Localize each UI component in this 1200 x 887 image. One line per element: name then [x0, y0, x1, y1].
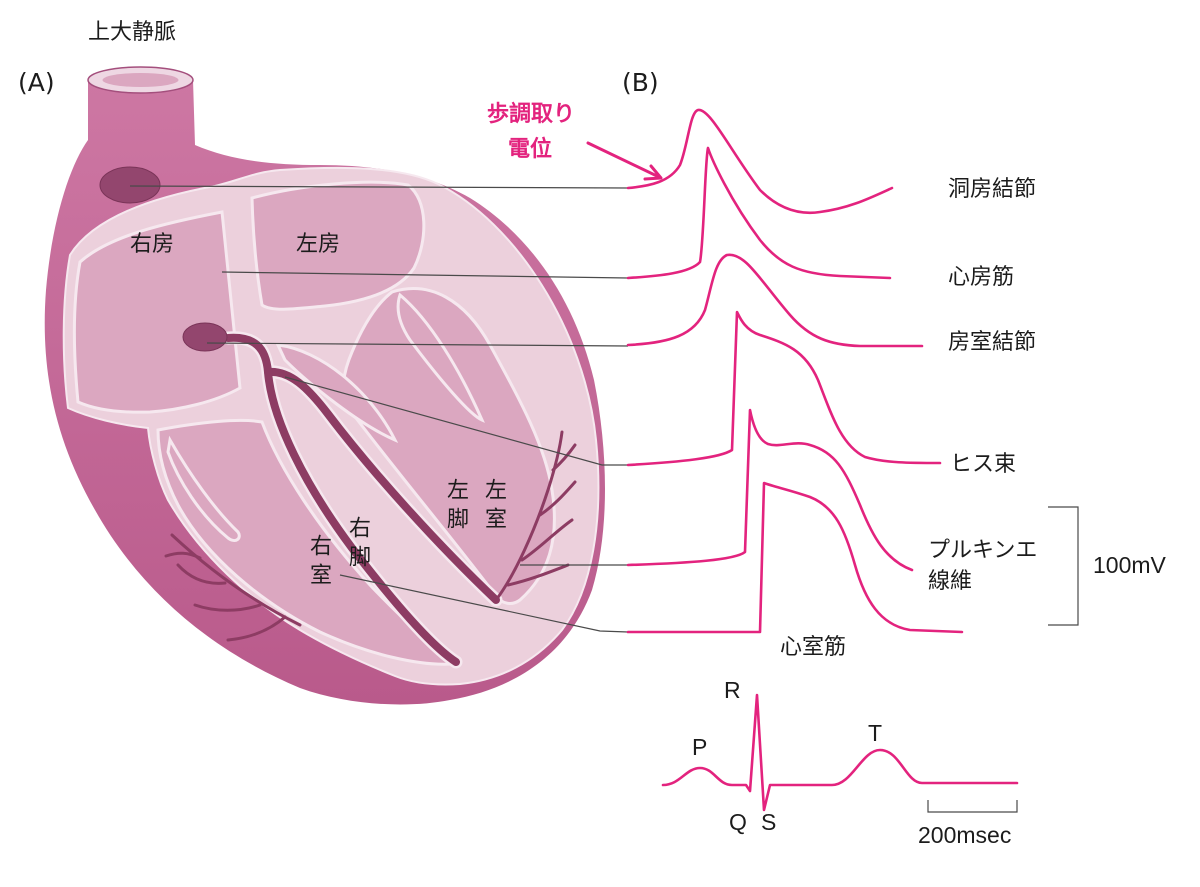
av-node-action-potential	[626, 253, 924, 348]
septal-leaflet	[275, 343, 399, 443]
pacemaker-potential-label-line2: 電位	[508, 137, 553, 162]
pacemaker-potential-label-line1: 歩調取り	[487, 102, 576, 127]
lv-purkinje-fiber-branch	[506, 563, 570, 587]
leader-line-atrial-muscle	[221, 271, 629, 279]
lv-purkinje-fiber-branch	[551, 443, 577, 472]
pacemaker-potential-arrow	[586, 141, 661, 179]
his-bundle-action-potential	[626, 310, 942, 467]
rv-purkinje-fiber-branch	[176, 563, 227, 585]
ecg-t-wave-label: T	[868, 720, 883, 746]
rv-purkinje-fiber-branch	[164, 551, 202, 560]
mitral-leaflet	[396, 292, 485, 423]
ecg-p-wave-label: P	[692, 734, 708, 760]
voltage-scale-bar	[1048, 506, 1079, 626]
left-bundle-branch-label: 左脚	[443, 478, 468, 536]
voltage-scale-label: 100mV	[1093, 552, 1166, 578]
right-ventricle-papillary-muscle	[166, 435, 241, 542]
purkinje-fiber-label-line2: 線維	[928, 569, 973, 594]
left-atrium-label: 左房	[296, 232, 341, 257]
sa-node-action-potential	[626, 108, 894, 215]
sa-node-label: 洞房結節	[948, 177, 1037, 202]
av-node-label: 房室結節	[948, 330, 1037, 355]
ecg-s-wave-label: S	[761, 809, 777, 835]
ecg-trace	[661, 693, 1019, 812]
his-bundle-label: ヒス束	[950, 452, 1017, 477]
lv-purkinje-fiber-branch	[520, 518, 574, 562]
leader-line-ventricular-muscle	[339, 574, 629, 633]
ecg-r-wave-label: R	[724, 677, 741, 703]
ventricular-muscle-action-potential	[626, 481, 964, 634]
av-node	[182, 322, 228, 352]
right-atrium-chamber	[72, 210, 242, 414]
right-ventricle-label: 右室	[306, 534, 331, 592]
purkinje-fiber-label-line1: プルキンエ	[928, 538, 1038, 563]
lv-purkinje-fiber-main	[494, 430, 564, 602]
atrial-muscle-action-potential	[626, 146, 892, 280]
panel-a-label: (A)	[18, 68, 55, 97]
left-ventricle-label: 左室	[481, 478, 506, 536]
ecg-q-wave-label: Q	[729, 809, 747, 835]
rv-purkinje-fiber-branch	[193, 603, 262, 612]
pacemaker-potential-arrowhead	[643, 164, 663, 181]
superior-vena-cava-label: 上大静脈	[88, 20, 177, 45]
superior-vena-cava-lumen	[102, 73, 179, 87]
rv-purkinje-fiber-branch	[226, 615, 287, 642]
time-scale-bar	[927, 800, 1018, 813]
leader-line-sa-node	[129, 185, 629, 189]
sa-node	[99, 166, 161, 204]
panel-b-label: (B)	[622, 68, 659, 97]
ventricular-muscle-label: 心室筋	[780, 635, 847, 660]
lv-purkinje-fiber-branch	[538, 480, 577, 517]
right-atrium-label: 右房	[130, 232, 175, 257]
leader-line-av-node	[206, 342, 629, 347]
leader-line-his-bundle	[284, 376, 628, 466]
atrial-muscle-label: 心房筋	[948, 265, 1015, 290]
purkinje-fiber-action-potential	[626, 408, 914, 572]
left-atrium-chamber	[250, 180, 426, 311]
his-right-bundle-branch	[224, 333, 460, 666]
right-bundle-branch-label: 右脚	[345, 516, 370, 574]
time-scale-label: 200msec	[918, 822, 1012, 848]
